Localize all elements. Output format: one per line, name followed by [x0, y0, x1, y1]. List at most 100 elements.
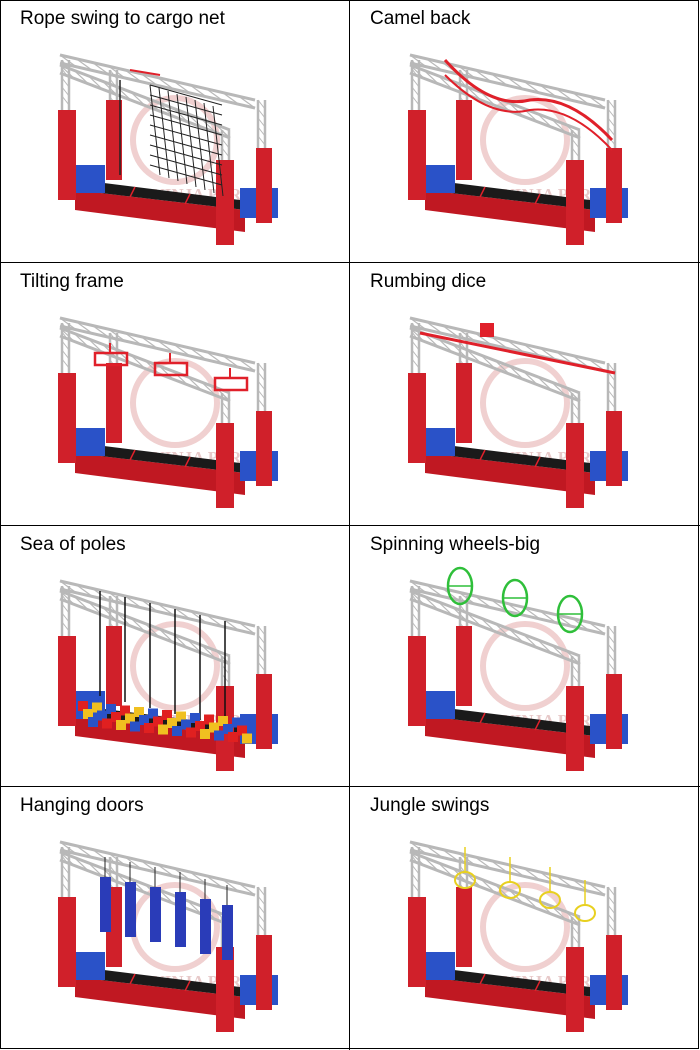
mat-divider — [534, 456, 541, 468]
obstacle-illustration: BISON NINJA PARK — [408, 53, 628, 245]
vertical-truss — [256, 362, 267, 413]
foam-block — [204, 714, 214, 725]
base-platform — [425, 716, 595, 758]
floor-mat — [75, 443, 245, 473]
base-platform — [75, 453, 245, 495]
floor-mat — [425, 967, 595, 997]
pillar — [58, 636, 76, 726]
floor-mat — [425, 180, 595, 210]
tilting-frame — [213, 376, 249, 392]
tilting-frame — [93, 351, 129, 367]
foam-block — [111, 712, 121, 722]
red-beam — [129, 69, 161, 76]
pillar — [606, 935, 622, 1010]
pillar — [606, 148, 622, 223]
pillar — [216, 423, 234, 508]
pillar — [408, 373, 426, 463]
mat-divider — [479, 186, 486, 198]
pillar — [106, 363, 122, 443]
cargo-net — [149, 84, 224, 197]
foam-block — [116, 720, 126, 730]
foam-block — [214, 730, 224, 741]
mat-divider — [479, 712, 486, 724]
obstacle-card: BISON NINJA PARKHanging doors — [0, 787, 349, 1049]
pillar — [456, 626, 472, 706]
dice-rail — [419, 331, 616, 375]
vertical-truss — [410, 585, 421, 636]
pillar — [256, 674, 272, 749]
vertical-truss — [60, 322, 71, 373]
pillar — [606, 411, 622, 486]
pillar — [566, 686, 584, 771]
pillar — [216, 947, 234, 1032]
base-platform — [425, 190, 595, 232]
swing-ring — [454, 871, 476, 889]
vertical-truss — [606, 886, 617, 937]
obstacle-title: Tilting frame — [20, 271, 124, 292]
foam-block — [102, 718, 112, 729]
base-platform — [75, 190, 245, 232]
foam-block — [139, 715, 149, 725]
obstacle-title: Camel back — [370, 8, 471, 29]
foam-block — [78, 701, 88, 711]
top-truss-back — [59, 316, 256, 373]
pillar — [256, 411, 272, 486]
foam-block — [218, 716, 228, 726]
top-truss-back — [59, 53, 256, 110]
foam-block — [200, 729, 210, 739]
obstacle-illustration: BISON NINJA PARK — [58, 840, 278, 1032]
pillar — [216, 160, 234, 245]
foam-block — [97, 710, 107, 721]
floor-mat — [75, 967, 245, 997]
foam-block — [144, 723, 154, 733]
hanging-door — [125, 882, 136, 937]
vertical-truss — [570, 916, 581, 952]
floor-mat — [425, 706, 595, 736]
pillar — [408, 636, 426, 726]
pillar — [58, 897, 76, 987]
vertical-truss — [570, 655, 581, 691]
obstacle-title: Sea of poles — [20, 534, 126, 555]
base-platform — [425, 977, 595, 1019]
pillar — [58, 110, 76, 200]
vertical-truss — [410, 59, 421, 110]
swing-ring — [539, 891, 561, 909]
obstacle-card: BISON NINJA PARK Camel back — [350, 0, 699, 262]
swing-ring — [499, 881, 521, 899]
vertical-truss — [256, 886, 267, 937]
row-divider — [0, 786, 700, 787]
foam-block — [176, 711, 186, 722]
top-truss-back — [409, 53, 606, 110]
vertical-truss — [60, 585, 71, 636]
obstacle-card: BISON NINJA PARKTilting frame — [0, 263, 349, 525]
mat-divider — [129, 449, 136, 461]
foam-block — [158, 724, 168, 735]
obstacle-illustration: BISON NINJA PARK — [58, 53, 278, 245]
foam-block — [130, 721, 140, 732]
base-platform — [425, 453, 595, 495]
hanging-door — [222, 905, 233, 960]
mat-divider — [129, 973, 136, 985]
foam-block — [237, 725, 247, 736]
mat-divider — [479, 449, 486, 461]
hanging-door — [100, 877, 111, 932]
vertical-truss — [220, 392, 231, 428]
obstacle-card: BISON NINJA PARKRope swing to cargo net — [0, 0, 349, 262]
hanging-door — [175, 892, 186, 947]
obstacle-card: BISON NINJA PARKSea of poles — [0, 526, 349, 788]
row-divider — [0, 525, 700, 526]
pillar — [106, 626, 122, 706]
foam-block — [125, 713, 135, 724]
obstacle-card: BISON NINJA PARKSpinning wheels-big — [350, 526, 699, 788]
mat-divider — [479, 973, 486, 985]
floor-mat — [425, 443, 595, 473]
mat-divider — [184, 456, 191, 468]
obstacle-card: BISON NINJA PARKJungle swings — [350, 787, 699, 1049]
vertical-truss — [606, 99, 617, 150]
vertical-truss — [570, 129, 581, 165]
foam-block — [195, 721, 205, 731]
tilting-frame — [153, 361, 189, 377]
foam-block — [186, 727, 196, 738]
vertical-truss — [60, 59, 71, 110]
vertical-truss — [410, 846, 421, 897]
